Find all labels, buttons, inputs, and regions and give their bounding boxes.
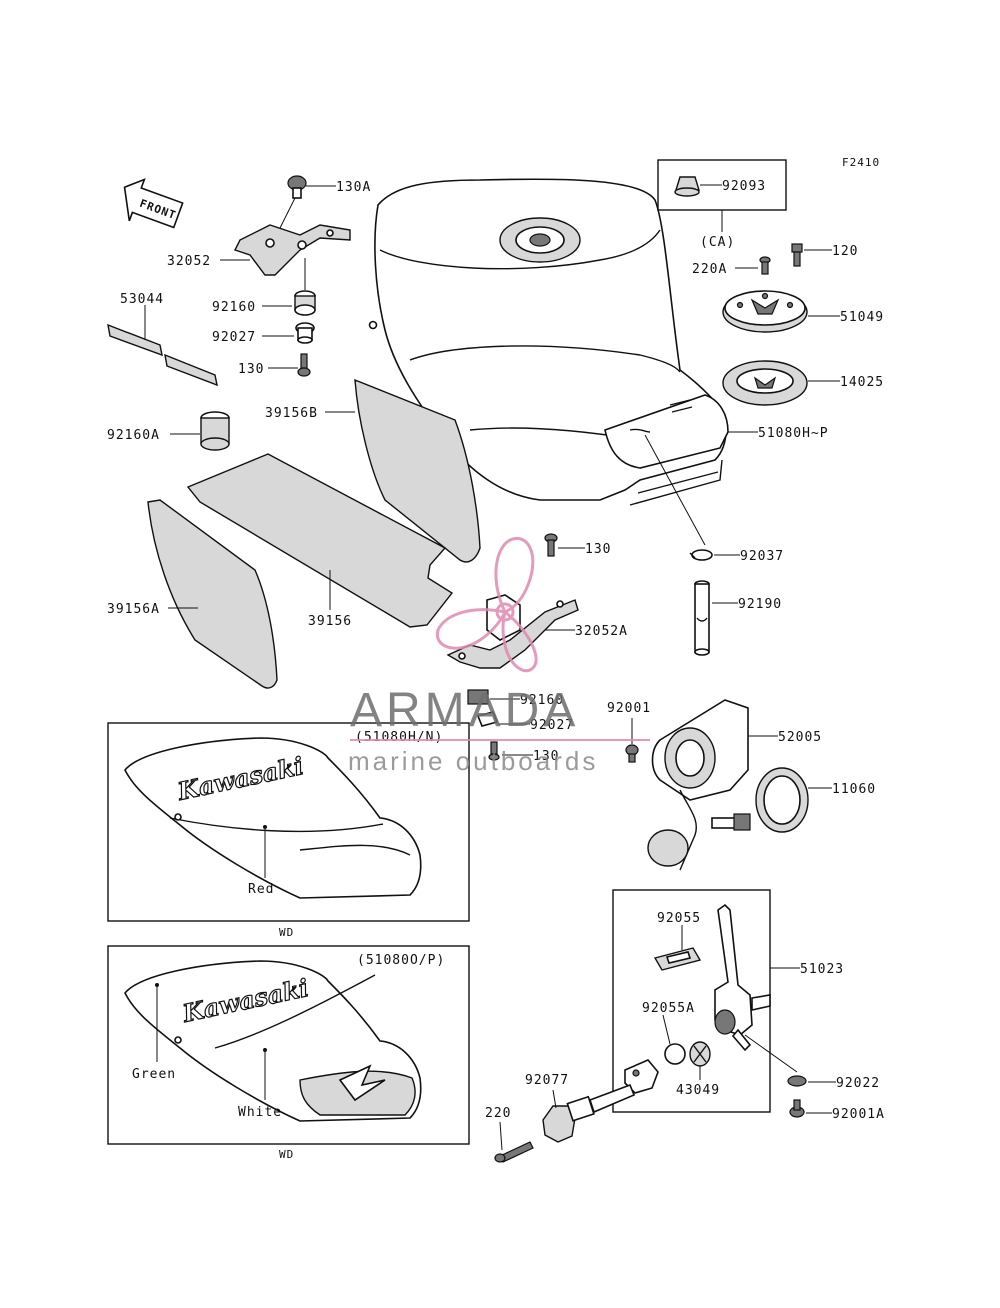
- collar-92027: [295, 322, 315, 344]
- label-43049: 43049: [676, 1083, 720, 1098]
- fuel-cock-51023: [714, 903, 771, 1052]
- label-92160-lower: 92160: [520, 693, 564, 708]
- filter-43049: [689, 1041, 711, 1067]
- label-14025: 14025: [840, 375, 884, 390]
- label-32052a: 32052A: [575, 624, 628, 639]
- label-92055: 92055: [657, 911, 701, 926]
- label-92077: 92077: [525, 1073, 569, 1088]
- label-130a: 130A: [336, 180, 371, 195]
- bracket-32052: [234, 224, 351, 276]
- screw-220: [494, 1141, 534, 1163]
- collar-92027-lower: [476, 711, 499, 727]
- side-cover-green-white: Kawasaki: [124, 960, 422, 1122]
- grommet-92160: [294, 258, 316, 316]
- label-92160: 92160: [212, 300, 256, 315]
- bolt-92001: [625, 744, 639, 763]
- figure-code: F2410: [842, 156, 880, 169]
- lever-92077: [542, 1059, 659, 1143]
- bolt-130: [297, 353, 311, 377]
- label-51080: 51080H~P: [758, 426, 829, 441]
- gasket-92055: [653, 947, 702, 971]
- grommet-92160-lower: [467, 689, 489, 705]
- pad-39156: [186, 453, 454, 628]
- oring-92055a: [664, 1043, 686, 1065]
- bolt-130-mid: [544, 533, 558, 557]
- label-39156: 39156: [308, 614, 352, 629]
- bolt-92001a: [789, 1099, 805, 1118]
- cap-92093: [674, 176, 700, 197]
- watermark-brand: ARMADA: [350, 684, 579, 737]
- fuel-pump-52005: [647, 699, 751, 871]
- gasket-11060: [755, 767, 809, 833]
- label-92055a: 92055A: [642, 1001, 695, 1016]
- ring-14025: [722, 360, 808, 406]
- inset-bottom-caption: (51080O/P): [357, 953, 445, 968]
- label-92093: 92093: [722, 179, 766, 194]
- front-arrow-icon: FRONT: [123, 178, 184, 229]
- strip-53044: [107, 323, 218, 387]
- screw-120: [791, 243, 803, 267]
- label-220: 220: [485, 1106, 511, 1121]
- inset-bottom-frame: [107, 945, 470, 1145]
- label-92037: 92037: [740, 549, 784, 564]
- inset-top-caption: (51080H/N): [355, 730, 443, 745]
- label-92027-lower: 92027: [530, 718, 574, 733]
- label-ca: (CA): [700, 235, 735, 250]
- bolt-130-lower: [488, 741, 500, 761]
- label-green: Green: [132, 1067, 176, 1082]
- label-92160a: 92160A: [107, 428, 160, 443]
- label-92001a: 92001A: [832, 1107, 885, 1122]
- label-52005: 52005: [778, 730, 822, 745]
- label-120: 120: [832, 244, 858, 259]
- pad-39156a: [147, 499, 278, 689]
- screw-220a: [759, 256, 771, 275]
- label-39156a: 39156A: [107, 602, 160, 617]
- label-51049: 51049: [840, 310, 884, 325]
- label-130-mid: 130: [585, 542, 611, 557]
- label-130: 130: [238, 362, 264, 377]
- watermark-tagline: marine outboards: [348, 746, 598, 776]
- label-53044: 53044: [120, 292, 164, 307]
- pad-39156b: [354, 378, 481, 563]
- label-39156b: 39156B: [265, 406, 318, 421]
- fuel-cap-51049: [722, 290, 808, 333]
- label-92001: 92001: [607, 701, 651, 716]
- label-130-lower: 130: [533, 749, 559, 764]
- watermark: ARMADA marine outboards: [348, 536, 650, 776]
- inset-top-frame: [107, 722, 470, 922]
- damper-92160a: [200, 411, 230, 451]
- clip-92037: [689, 549, 713, 561]
- side-cover-red: Kawasaki: [124, 737, 422, 899]
- label-220a: 220A: [692, 262, 727, 277]
- label-11060: 11060: [832, 782, 876, 797]
- hose-92190: [694, 580, 710, 656]
- label-92190: 92190: [738, 597, 782, 612]
- bolt-130a: [287, 175, 307, 199]
- washer-92022: [787, 1075, 807, 1087]
- label-32052: 32052: [167, 254, 211, 269]
- propeller-logo-icon: [435, 536, 538, 673]
- label-92022: 92022: [836, 1076, 880, 1091]
- fuel-tank: [368, 178, 729, 506]
- inset-bottom-footer: WD: [279, 1148, 294, 1161]
- inset-top-footer: WD: [279, 926, 294, 939]
- label-51023: 51023: [800, 962, 844, 977]
- label-white: White: [238, 1105, 282, 1120]
- label-92027: 92027: [212, 330, 256, 345]
- label-red: Red: [248, 882, 274, 897]
